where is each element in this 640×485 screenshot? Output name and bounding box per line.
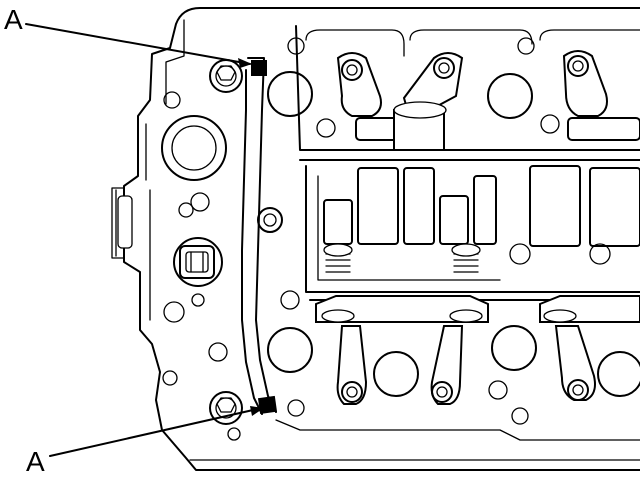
valve-train-middle bbox=[299, 159, 640, 293]
gasket-strip bbox=[241, 57, 278, 415]
left-side-boss bbox=[111, 115, 227, 259]
head-outline bbox=[123, 7, 640, 471]
lower-rocker-arms bbox=[336, 325, 596, 405]
callout-label-top: A bbox=[4, 4, 23, 35]
sensor-connector bbox=[173, 237, 223, 287]
sealant-point-top bbox=[251, 60, 267, 76]
left-holes bbox=[162, 91, 241, 441]
leader-lines bbox=[25, 23, 264, 457]
bottom-edge bbox=[189, 419, 640, 461]
leader-line-top bbox=[25, 23, 251, 65]
upper-camshaft-area bbox=[267, 25, 640, 151]
callout-label-bottom: A bbox=[26, 446, 45, 477]
bolt-bottom-left bbox=[209, 391, 243, 425]
bolt-top-left bbox=[209, 59, 243, 93]
bolt-left-middle bbox=[257, 207, 283, 233]
sealant-point-bottom bbox=[257, 395, 278, 415]
lower-camshaft-area bbox=[267, 290, 640, 425]
leader-line-bottom bbox=[49, 407, 263, 457]
